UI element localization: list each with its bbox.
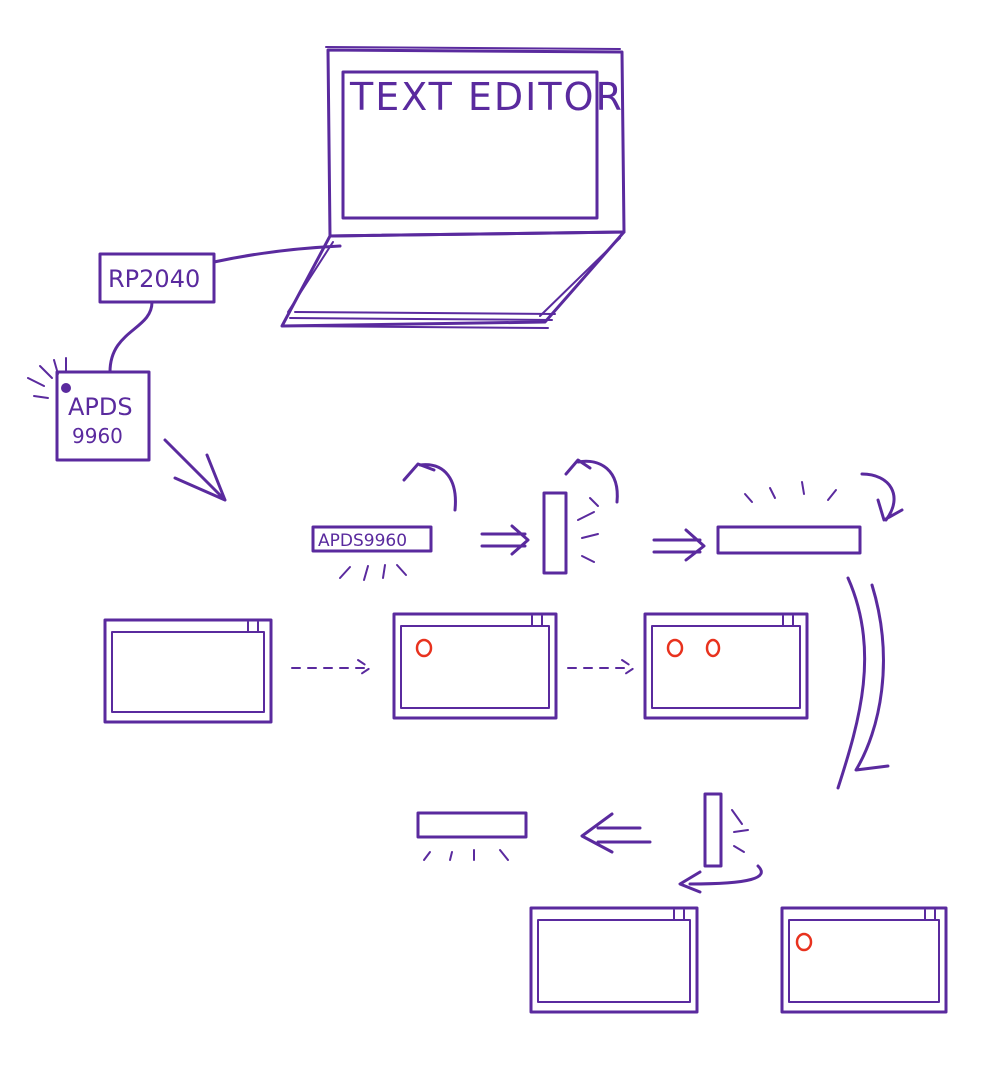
editor-window-empty-2	[529, 906, 699, 1014]
sensor-bar-4	[416, 811, 528, 861]
usb-cable	[212, 244, 342, 264]
hand-curve-arrow-2	[564, 458, 619, 504]
sensor-label-line1: APDS	[68, 393, 133, 421]
sensor-wire	[108, 300, 154, 374]
sensor-dot	[61, 383, 71, 393]
cursor-circle	[795, 932, 813, 952]
dashed-arrow-1	[291, 659, 371, 677]
dashed-arrow-2	[567, 659, 635, 677]
hand-curve-arrow-3	[860, 472, 904, 522]
cursor-circle	[666, 638, 684, 658]
sensor-label-line2: 9960	[72, 424, 123, 448]
arrow-double-2	[652, 528, 706, 562]
hand-curve-arrow-4	[678, 864, 763, 894]
rp2040-board: RP2040	[98, 252, 216, 304]
sensor-bar-5	[703, 792, 749, 868]
hand-curve-arrow-1	[402, 462, 457, 512]
arrow-left-1	[580, 812, 652, 854]
arrow-to-sequence	[163, 438, 227, 502]
laptop: TEXT EDITOR	[280, 46, 626, 329]
apds9960-sensor: APDS 9960	[27, 357, 151, 462]
sensor-bar-label: APDS9960	[318, 531, 407, 551]
editor-window-empty	[103, 618, 273, 724]
sensor-bar-1: APDS9960	[311, 525, 433, 581]
sensor-bar-2	[542, 491, 599, 575]
editor-window-one-circle-2	[780, 906, 948, 1014]
down-arrow-large	[836, 576, 890, 790]
cursor-circle	[705, 638, 721, 658]
sensor-bar-3	[716, 481, 862, 555]
rp2040-label: RP2040	[108, 265, 200, 293]
laptop-screen-text: TEXT EDITOR	[349, 75, 624, 119]
editor-window-two-circles	[643, 612, 809, 720]
arrow-double-1	[480, 524, 530, 556]
editor-window-one-circle	[392, 612, 558, 720]
cursor-circle	[415, 638, 433, 658]
